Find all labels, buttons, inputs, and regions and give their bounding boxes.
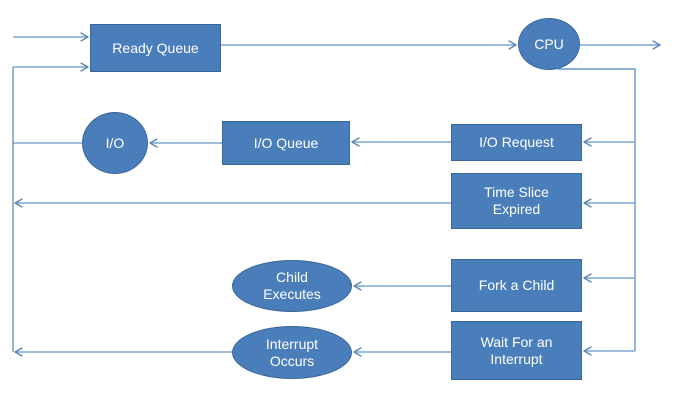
arrowhead-right-bus-to-wait [583, 346, 592, 356]
arrowhead-io-request-to-io-queue [351, 137, 360, 147]
edge-cpu-to-right-bus [558, 68, 636, 351]
arrowhead-entry-to-ready [80, 32, 89, 42]
node-io_request[interactable]: I/O Request [451, 124, 582, 161]
node-wait_interrupt[interactable]: Wait For an Interrupt [451, 321, 582, 380]
arrowhead-interrupt-occ-to-bus [14, 347, 23, 357]
arrowhead-cpu-to-exit [652, 40, 661, 50]
arrowhead-wait-to-interrupt-occ [353, 347, 362, 357]
arrowhead-time-slice-to-left-bus [14, 198, 23, 208]
node-cpu[interactable]: CPU [518, 18, 580, 70]
arrowhead-io-queue-to-io [149, 138, 158, 148]
node-io_queue[interactable]: I/O Queue [222, 121, 350, 165]
node-fork_child[interactable]: Fork a Child [451, 259, 582, 312]
arrowhead-right-bus-to-fork [583, 273, 592, 283]
node-ready_queue[interactable]: Ready Queue [90, 24, 221, 72]
node-io[interactable]: I/O [82, 112, 148, 174]
node-time_slice[interactable]: Time Slice Expired [451, 173, 582, 229]
arrowhead-bus-left-to-ready [80, 62, 89, 72]
arrowhead-ready-to-cpu [508, 40, 517, 50]
arrowhead-fork-to-child-exec [353, 281, 362, 291]
arrowhead-right-bus-to-time-slice [583, 198, 592, 208]
node-interrupt_occ[interactable]: Interrupt Occurs [232, 326, 352, 379]
arrowhead-right-bus-to-io-request [583, 137, 592, 147]
node-child_exec[interactable]: Child Executes [232, 260, 352, 312]
